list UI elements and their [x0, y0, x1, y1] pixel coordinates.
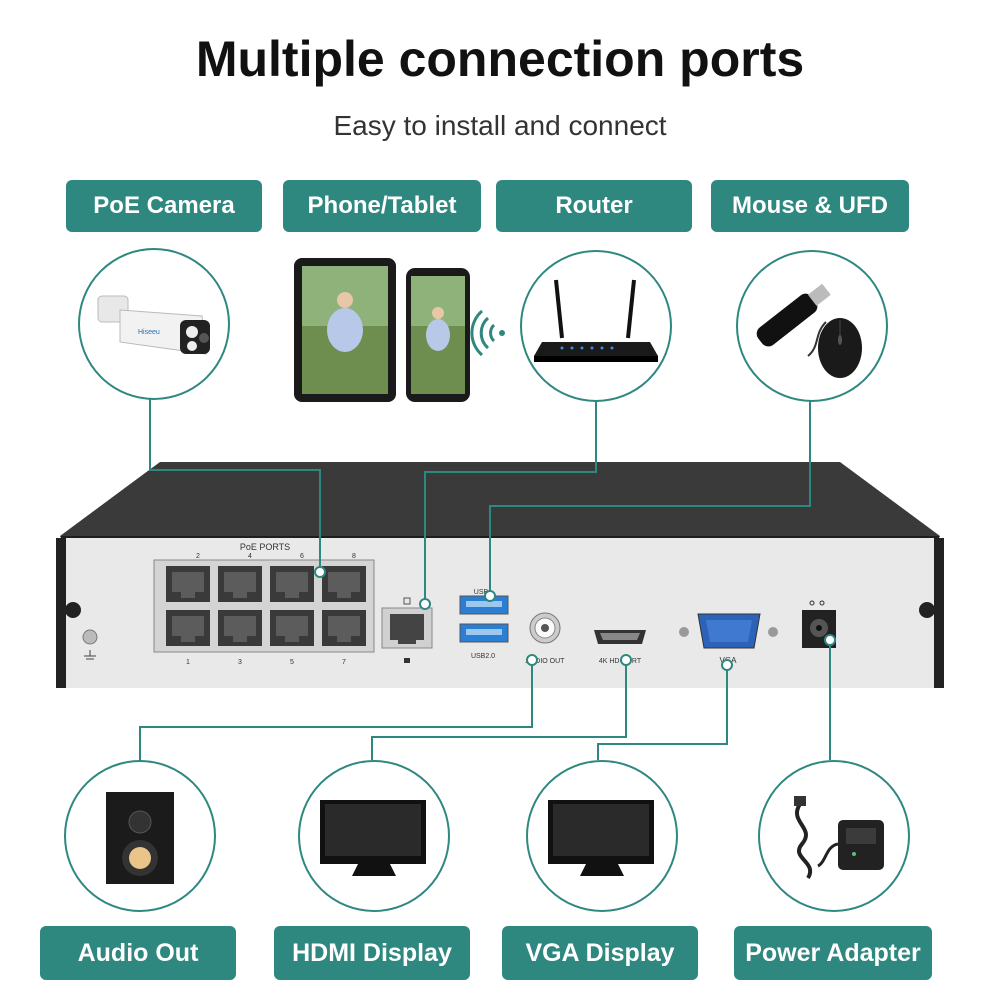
- label-vga-display: VGA Display: [502, 926, 698, 980]
- hdmi-display-circle: [298, 760, 450, 912]
- bullet-camera-icon: Hiseeu: [97, 295, 210, 355]
- poe-port-number: 8: [352, 553, 356, 560]
- page-title: Multiple connection ports: [195, 31, 805, 87]
- nvr-top: [60, 462, 940, 536]
- poe-port: [322, 610, 366, 646]
- tablet-icon: [294, 258, 396, 402]
- monitor-icon: [548, 800, 654, 876]
- audio-out-circle: [64, 760, 216, 912]
- poe-port-number: 4: [248, 553, 252, 560]
- label-hdmi-display: HDMI Display: [274, 926, 470, 980]
- speaker-icon: [106, 792, 174, 884]
- label-poe-camera: PoE Camera: [66, 180, 262, 232]
- ground-screw-icon: [82, 629, 98, 660]
- phone-icon: [406, 268, 470, 402]
- poe-port: [218, 610, 262, 646]
- lan-port: [381, 597, 433, 663]
- label-power-adapter: Power Adapter: [734, 926, 932, 980]
- poe-port-number: 1: [186, 659, 190, 666]
- hdmi-port: [594, 630, 646, 644]
- router-circle: [520, 250, 672, 402]
- label-router: Router: [496, 180, 692, 232]
- connection-wires: [139, 396, 831, 760]
- poe-port-number: 7: [342, 659, 346, 666]
- poe-port: [166, 610, 210, 646]
- wifi-icon: [470, 309, 505, 357]
- camera-brand: Hiseeu: [138, 329, 160, 336]
- vga-display-circle: [526, 760, 678, 912]
- poe-port-number: 6: [300, 553, 304, 560]
- poe-port: [218, 566, 262, 602]
- label-audio-out: Audio Out: [40, 926, 236, 980]
- poe-port-number: 2: [196, 553, 200, 560]
- label-phone-tablet: Phone/Tablet: [283, 180, 481, 232]
- usb-label: USB: [474, 589, 489, 596]
- monitor-icon: [320, 800, 426, 876]
- poe-port: [166, 566, 210, 602]
- poe-ports-label: PoE PORTS: [240, 542, 290, 552]
- power-adapter-icon: [794, 796, 884, 880]
- vga-port: [679, 613, 778, 649]
- mouse-ufd-circle: [736, 250, 888, 402]
- label-mouse-ufd: Mouse & UFD: [711, 180, 909, 232]
- poe-port: [270, 610, 314, 646]
- router-icon: [534, 279, 658, 362]
- power-adapter-circle: [758, 760, 910, 912]
- usb-ports: [459, 595, 509, 643]
- poe-port: [270, 566, 314, 602]
- mouse-and-usb-drive-icon: [756, 283, 862, 378]
- poe-port: [322, 566, 366, 602]
- audio-out-label: AUDIO OUT: [526, 658, 566, 665]
- poe-camera-circle: Hiseeu: [78, 248, 230, 400]
- usb2-label: USB2.0: [471, 653, 495, 660]
- poe-port-number: 3: [238, 659, 242, 666]
- page-subtitle: Easy to install and connect: [333, 110, 667, 141]
- audio-out-port: [529, 612, 561, 644]
- poe-port-number: 5: [290, 659, 294, 666]
